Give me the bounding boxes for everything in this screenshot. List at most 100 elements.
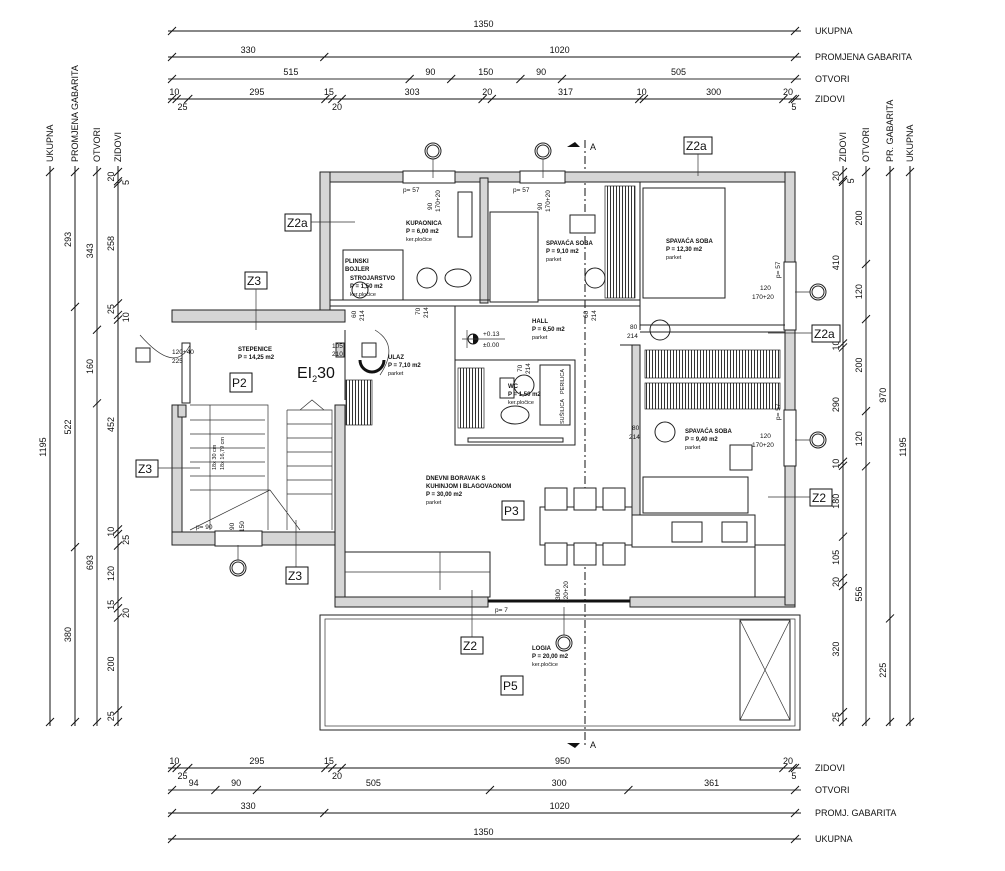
svg-text:P = 1,50 m2: P = 1,50 m2	[508, 392, 541, 398]
svg-text:214: 214	[629, 434, 640, 441]
dimension-value: 330	[241, 801, 256, 811]
dimension-label: PROMJ. GABARITA	[815, 808, 896, 818]
dimension-tick	[639, 94, 649, 104]
svg-text:105: 105	[332, 343, 343, 350]
svg-text:P = 20,00 m2: P = 20,00 m2	[532, 654, 569, 660]
dimension-label: ZIDOVI	[815, 94, 845, 104]
dimension-value: 10	[169, 87, 179, 97]
tag-z3: Z3	[244, 271, 268, 330]
dimension-tick	[113, 717, 123, 727]
svg-text:P = 14,25 m2: P = 14,25 m2	[238, 355, 275, 361]
dimension-tick	[905, 717, 915, 727]
dimension-value: 10	[169, 756, 179, 766]
dimension-tick	[167, 808, 177, 818]
svg-text:70: 70	[415, 307, 422, 315]
svg-text:KUHINJOM I BLAGOVAONOM: KUHINJOM I BLAGOVAONOM	[426, 484, 511, 490]
svg-text:P = 12,30 m2: P = 12,30 m2	[666, 247, 703, 253]
dimension-value: 25	[177, 102, 187, 112]
svg-text:P = 6,00 m2: P = 6,00 m2	[406, 229, 439, 235]
dimension-value: 258	[106, 236, 116, 251]
dimension-value: 361	[704, 778, 719, 788]
tag-p2: P2	[229, 372, 253, 393]
dimension-value: 1020	[550, 801, 570, 811]
dimension-value: 105	[831, 550, 841, 565]
svg-text:80: 80	[630, 324, 638, 331]
dimension-tick	[167, 94, 177, 104]
dimension-value: 1020	[550, 45, 570, 55]
dimension-value: 970	[878, 388, 888, 403]
svg-text:80: 80	[632, 425, 640, 432]
svg-text:SPAVAĆA SOBA: SPAVAĆA SOBA	[546, 239, 593, 247]
dimension-value: 293	[63, 232, 73, 247]
dimension-tick	[885, 167, 895, 177]
dimension-tick	[790, 74, 800, 84]
dimension-tick	[45, 717, 55, 727]
dimension-value: 295	[249, 87, 264, 97]
svg-text:ULAZ: ULAZ	[388, 355, 404, 361]
dimension-tick	[113, 167, 123, 177]
dimension-tick	[337, 94, 347, 104]
svg-text:120: 120	[760, 285, 771, 292]
dimension-tick	[790, 834, 800, 844]
dimension-value: 90	[536, 67, 546, 77]
dimension-tick	[838, 339, 848, 348]
dimension-value: 556	[854, 587, 864, 602]
svg-text:Z2a: Z2a	[287, 216, 308, 230]
dimension-tick	[790, 785, 800, 795]
dryer-label: SUŠILICA	[559, 399, 566, 424]
svg-text:220+20: 220+20	[563, 581, 570, 603]
dimension-value: 5	[121, 180, 131, 185]
dimension-value: 410	[831, 255, 841, 270]
svg-text:ker.pločice: ker.pločice	[350, 292, 376, 298]
dimension-value: 5	[791, 102, 796, 112]
dimension-value: 20	[831, 577, 841, 587]
svg-text:P3: P3	[504, 504, 519, 518]
svg-text:214: 214	[627, 333, 638, 340]
dimension-tick	[321, 763, 330, 773]
dimension-tick	[113, 176, 123, 186]
tag-p3: P3	[501, 500, 525, 521]
dimension-tick	[838, 461, 848, 471]
dimension-value: 950	[555, 756, 570, 766]
svg-text:Z2a: Z2a	[814, 327, 835, 341]
svg-text:P = 1,50 m2: P = 1,50 m2	[350, 284, 383, 290]
dimension-tick	[905, 167, 915, 177]
dimension-tick	[838, 707, 848, 717]
dimension-value: 5	[846, 178, 856, 183]
dimension-value: 25	[121, 535, 131, 545]
dimension-tick	[211, 785, 220, 795]
dimension-value: 505	[366, 778, 381, 788]
dimension-tick	[885, 614, 895, 623]
window-markers	[229, 142, 827, 652]
dimension-tick	[790, 52, 800, 62]
dimension-tick	[838, 573, 848, 583]
dimension-value: 10	[121, 312, 131, 322]
dimension-tick	[167, 785, 177, 795]
dimension-tick	[92, 325, 102, 335]
dimension-tick	[70, 302, 80, 312]
dimension-value: 1350	[473, 19, 493, 29]
tag-z3: Z3	[285, 520, 309, 585]
svg-text:p= 7: p= 7	[495, 607, 508, 614]
dimension-tick	[779, 94, 788, 104]
dimension-tick	[516, 74, 525, 84]
dimension-tick	[70, 542, 80, 552]
dimension-value: 1350	[473, 827, 493, 837]
dimension-tick	[113, 596, 123, 606]
dimension-tick	[790, 763, 800, 773]
dimension-tick	[45, 167, 55, 177]
svg-text:PLINSKI: PLINSKI	[345, 259, 369, 265]
dimension-tick	[861, 167, 871, 177]
svg-text:170+20: 170+20	[752, 294, 774, 301]
dimension-label: ZIDOVI	[815, 763, 845, 773]
dimension-value: 300	[552, 778, 567, 788]
tag-z3: Z3	[135, 459, 200, 478]
dimension-value: 25	[831, 712, 841, 722]
dimension-value: 15	[324, 87, 334, 97]
dimension-value: 10	[831, 340, 841, 350]
svg-text:90: 90	[229, 522, 236, 530]
dimension-value: 150	[478, 67, 493, 77]
